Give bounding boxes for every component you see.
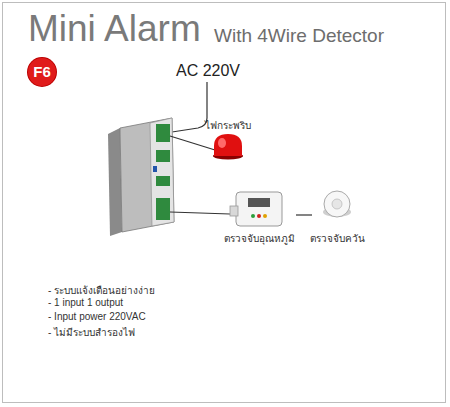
control-box-panel [150,118,174,226]
node-label: ไฟกระพริบ [200,118,256,133]
note-text: - ไม่มีระบบสำรองไฟ [48,325,135,340]
strobe-light: ไฟกระพริบ [200,118,256,162]
subtitle: With 4Wire Detector [214,25,384,47]
control-box-face [120,118,174,232]
wire-connector [296,214,312,215]
note-text: - 1 input 1 output [48,297,123,308]
node-label: F6 [28,58,56,86]
terminal-block [156,198,170,220]
badge-circle: F6 [28,58,56,86]
node-label: ตรวจจับอุณหภูมิ [222,231,296,246]
smoke-detector: ตรวจจับควัน [312,186,362,244]
power-wire [172,82,207,132]
power-label: AC 220V [176,62,240,80]
strobe-wire [170,136,215,150]
node-label: ตรวจจับควัน [306,231,368,246]
detector-wire [170,212,230,214]
note-text: - ระบบแจ้งเตือนอย่างง่าย [48,283,155,298]
terminal-block [156,176,170,186]
diagram-title: Mini Alarm [28,8,201,50]
terminal-block [156,124,170,142]
note-text: - Input power 220VAC [48,311,146,322]
terminal-block [156,150,170,162]
pcb-part [153,166,157,172]
temperature-detector: ตรวจจับอุณหภูมิ [222,186,296,244]
control-box-side [108,128,122,236]
